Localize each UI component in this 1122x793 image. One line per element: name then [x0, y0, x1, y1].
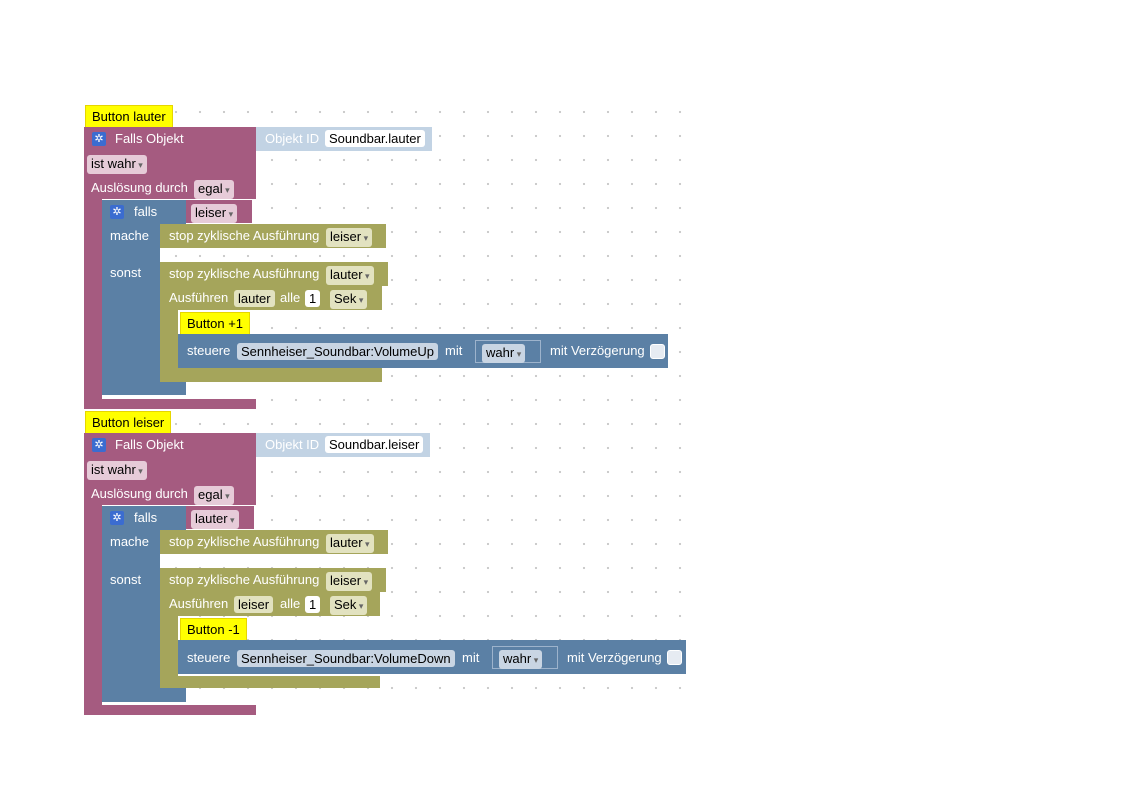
every-label: alle	[280, 290, 301, 305]
comment-button-minus[interactable]: Button -1	[180, 618, 247, 641]
interval-block-footer	[160, 368, 382, 382]
condition-dropdown[interactable]: ist wahr	[87, 155, 147, 174]
control-target-field[interactable]: Sennheiser_Soundbar:VolumeUp	[237, 343, 438, 360]
unit-dropdown[interactable]: Sek	[330, 596, 368, 615]
run-name-field[interactable]: lauter	[234, 290, 275, 307]
if-condition-dropdown[interactable]: lauter	[191, 510, 239, 529]
if-block-body	[102, 530, 160, 696]
run-label: Ausführen	[169, 596, 229, 611]
stop-label: stop zyklische Ausführung	[169, 534, 320, 549]
comment-button-lauter[interactable]: Button lauter	[85, 105, 173, 128]
if-label: falls	[134, 204, 158, 219]
if-block-footer	[102, 688, 186, 702]
trigger-block-footer	[84, 705, 256, 715]
trigger-block-spine	[84, 505, 102, 715]
if-label: falls	[134, 510, 158, 525]
gear-icon[interactable]: ✲	[110, 205, 124, 219]
with-label: mit	[445, 343, 463, 358]
if-block-body	[102, 224, 160, 390]
do-label: mache	[110, 534, 150, 549]
condition-dropdown[interactable]: ist wahr	[87, 461, 147, 480]
stop-label: stop zyklische Ausführung	[169, 572, 320, 587]
object-id-block[interactable]: Objekt ID Soundbar.leiser	[256, 433, 430, 457]
comment-button-leiser[interactable]: Button leiser	[85, 411, 172, 434]
control-label: steuere	[187, 650, 231, 665]
object-id-label: Objekt ID	[265, 437, 320, 452]
interval-field[interactable]: 1	[305, 290, 321, 307]
delay-checkbox[interactable]	[650, 344, 665, 359]
interval-field[interactable]: 1	[305, 596, 321, 613]
stop-dropdown[interactable]: lauter	[326, 266, 374, 285]
comment-button-plus[interactable]: Button +1	[180, 312, 251, 335]
stop-dropdown[interactable]: lauter	[326, 534, 374, 553]
gear-icon[interactable]: ✲	[92, 132, 106, 146]
run-name-field[interactable]: leiser	[234, 596, 274, 613]
object-id-field[interactable]: Soundbar.lauter	[325, 130, 425, 147]
if-condition-dropdown[interactable]: leiser	[191, 204, 238, 223]
object-id-block[interactable]: Objekt ID Soundbar.lauter	[256, 127, 432, 151]
trigger-block-spine	[84, 199, 102, 409]
interval-block-spine	[160, 310, 178, 374]
delay-label: mit Verzögerung	[567, 650, 662, 665]
stop-dropdown[interactable]: leiser	[326, 228, 373, 247]
trigger-dropdown[interactable]: egal	[194, 180, 234, 199]
trigger-title: Falls Objekt	[115, 437, 184, 452]
gear-icon[interactable]: ✲	[110, 511, 124, 525]
trigger-label: Auslösung durch	[91, 180, 188, 195]
with-label: mit	[462, 650, 480, 665]
if-block-footer	[102, 381, 186, 395]
delay-checkbox[interactable]	[667, 650, 682, 665]
object-id-field[interactable]: Soundbar.leiser	[325, 436, 424, 453]
interval-block-spine	[160, 616, 178, 680]
value-dropdown[interactable]: wahr	[482, 344, 526, 363]
control-label: steuere	[187, 343, 231, 358]
delay-label: mit Verzögerung	[550, 343, 645, 358]
every-label: alle	[280, 596, 301, 611]
control-target-field[interactable]: Sennheiser_Soundbar:VolumeDown	[237, 650, 455, 667]
run-label: Ausführen	[169, 290, 229, 305]
do-label: mache	[110, 228, 150, 243]
stop-label: stop zyklische Ausführung	[169, 266, 320, 281]
trigger-dropdown[interactable]: egal	[194, 486, 234, 505]
interval-block-footer	[160, 676, 380, 688]
value-dropdown[interactable]: wahr	[499, 650, 543, 669]
else-label: sonst	[110, 265, 142, 280]
trigger-block-footer	[84, 399, 256, 409]
stop-label: stop zyklische Ausführung	[169, 228, 320, 243]
object-id-label: Objekt ID	[265, 131, 320, 146]
trigger-title: Falls Objekt	[115, 131, 184, 146]
else-label: sonst	[110, 572, 142, 587]
gear-icon[interactable]: ✲	[92, 438, 106, 452]
trigger-label: Auslösung durch	[91, 486, 188, 501]
stop-dropdown[interactable]: leiser	[326, 572, 373, 591]
unit-dropdown[interactable]: Sek	[330, 290, 368, 309]
